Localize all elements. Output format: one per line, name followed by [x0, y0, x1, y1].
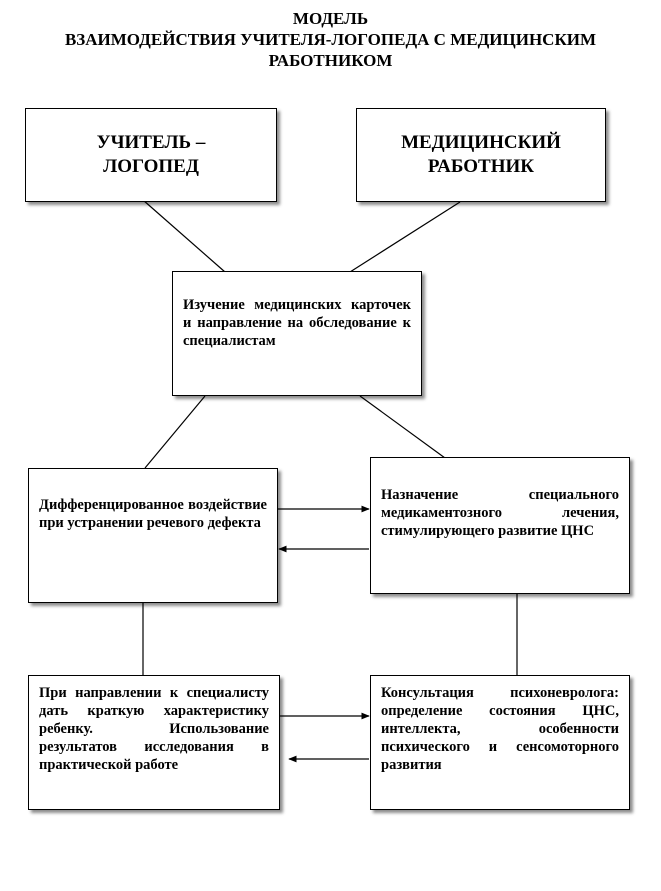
node-treatment: Назначение специального медикаментозного… — [370, 457, 630, 594]
line-study-treatment — [359, 395, 446, 459]
node-differentiated-text: Дифференцированное воздействие при устра… — [39, 497, 267, 531]
node-consult: Консультация психоневролога: определение… — [370, 675, 630, 810]
node-medic-line2: РАБОТНИК — [427, 156, 535, 177]
node-referral-text: При направлении к специалисту дать кратк… — [39, 685, 269, 773]
diagram-title: МОДЕЛЬ ВЗАИМОДЕЙСТВИЯ УЧИТЕЛЯ-ЛОГОПЕДА С… — [0, 8, 661, 71]
node-medic: МЕДИЦИНСКИЙ РАБОТНИК — [356, 108, 606, 202]
node-medic-line1: МЕДИЦИНСКИЙ — [401, 132, 561, 153]
node-teacher: УЧИТЕЛЬ – ЛОГОПЕД — [25, 108, 277, 202]
line-medic-study — [349, 201, 461, 273]
node-study: Изучение медицинских карточек и направле… — [172, 271, 422, 396]
line-study-differentiated — [144, 395, 206, 469]
title-line-3: РАБОТНИКОМ — [268, 51, 393, 70]
title-line-2: ВЗАИМОДЕЙСТВИЯ УЧИТЕЛЯ-ЛОГОПЕДА С МЕДИЦИ… — [64, 30, 597, 49]
node-differentiated: Дифференцированное воздействие при устра… — [28, 468, 278, 603]
line-teacher-study — [142, 199, 226, 273]
node-referral: При направлении к специалисту дать кратк… — [28, 675, 280, 810]
node-study-text: Изучение медицинских карточек и направле… — [183, 297, 411, 349]
node-teacher-line2: ЛОГОПЕД — [103, 156, 199, 177]
title-line-1: МОДЕЛЬ — [292, 9, 369, 28]
node-consult-text: Консультация психоневролога: определение… — [381, 685, 619, 773]
node-treatment-text: Назначение специального медикаментозного… — [381, 487, 619, 539]
node-teacher-line1: УЧИТЕЛЬ – — [96, 132, 206, 153]
